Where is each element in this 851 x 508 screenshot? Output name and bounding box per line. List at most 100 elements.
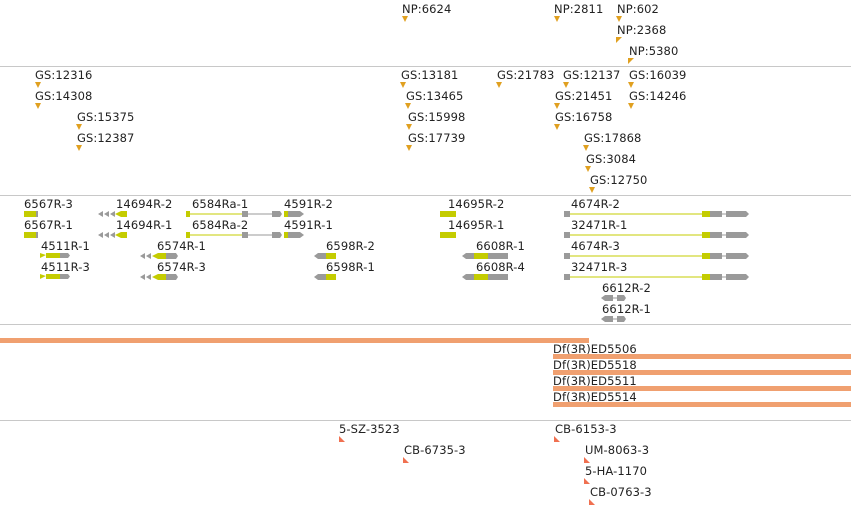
gs-feature-label[interactable]: GS:13181 (401, 68, 459, 82)
rnai-feature-label[interactable]: 5-SZ-3523 (339, 422, 400, 436)
transcript-glyph[interactable] (140, 274, 178, 280)
rnai-feature-label[interactable]: CB-0763-3 (590, 485, 652, 499)
transcript-label[interactable]: 6567R-1 (24, 218, 73, 232)
rnai-feature-label[interactable]: 5-HA-1170 (585, 464, 648, 478)
gs-feature-marker[interactable] (585, 166, 591, 172)
gs-feature-marker[interactable] (406, 124, 412, 130)
transcript-glyph[interactable] (284, 232, 304, 238)
transcript-label[interactable]: 4591R-1 (284, 218, 333, 232)
np-feature-marker[interactable] (616, 37, 622, 43)
rnai-feature-label[interactable]: CB-6153-3 (555, 422, 617, 436)
rnai-feature-marker[interactable] (403, 457, 409, 463)
gs-feature-marker[interactable] (563, 82, 569, 88)
gs-feature-marker[interactable] (554, 124, 560, 130)
np-feature-label[interactable]: NP:2368 (617, 23, 667, 37)
rnai-feature-marker[interactable] (339, 436, 345, 442)
np-feature-marker[interactable] (616, 16, 622, 22)
transcript-glyph[interactable] (564, 211, 749, 217)
gs-feature-marker[interactable] (76, 124, 82, 130)
gs-feature-marker[interactable] (496, 82, 502, 88)
gs-feature-marker[interactable] (35, 103, 41, 109)
np-feature-label[interactable]: NP:6624 (402, 2, 452, 16)
transcript-label[interactable]: 6598R-2 (326, 239, 375, 253)
transcript-glyph[interactable] (98, 211, 127, 217)
transcript-glyph[interactable] (314, 253, 336, 259)
transcript-label[interactable]: 14694R-1 (116, 218, 173, 232)
gs-feature-marker[interactable] (400, 82, 406, 88)
transcript-label[interactable]: 32471R-1 (571, 218, 628, 232)
transcript-glyph[interactable] (440, 211, 456, 217)
transcript-glyph[interactable] (186, 232, 282, 238)
deficiency-label[interactable]: Df(3R)ED5518 (553, 358, 637, 372)
gs-feature-label[interactable]: GS:14308 (35, 89, 93, 103)
gs-feature-label[interactable]: GS:12750 (590, 173, 648, 187)
transcript-label[interactable]: 4674R-3 (571, 239, 620, 253)
transcript-glyph[interactable] (564, 274, 749, 280)
gs-feature-marker[interactable] (583, 145, 589, 151)
transcript-glyph[interactable] (24, 211, 38, 217)
gs-feature-label[interactable]: GS:16758 (555, 110, 613, 124)
rnai-feature-marker[interactable] (584, 478, 590, 484)
deficiency-bar[interactable] (553, 370, 851, 375)
transcript-glyph[interactable] (564, 253, 749, 259)
deficiency-bar[interactable] (553, 354, 851, 359)
gs-feature-label[interactable]: GS:17868 (584, 131, 642, 145)
np-feature-label[interactable]: NP:2811 (554, 2, 604, 16)
transcript-label[interactable]: 4511R-3 (41, 260, 90, 274)
np-feature-label[interactable]: NP:5380 (629, 44, 679, 58)
np-feature-marker[interactable] (402, 16, 408, 22)
gs-feature-label[interactable]: GS:17739 (408, 131, 466, 145)
gs-feature-label[interactable]: GS:12137 (563, 68, 621, 82)
transcript-glyph[interactable] (40, 253, 70, 258)
transcript-glyph[interactable] (314, 274, 336, 280)
transcript-label[interactable]: 14694R-2 (116, 197, 173, 211)
transcript-glyph[interactable] (440, 232, 456, 238)
rnai-feature-marker[interactable] (584, 457, 590, 463)
deficiency-bar[interactable] (0, 338, 589, 343)
gs-feature-label[interactable]: GS:16039 (629, 68, 687, 82)
deficiency-bar[interactable] (553, 402, 851, 407)
deficiency-label[interactable]: Df(3R)ED5514 (553, 390, 637, 404)
transcript-glyph[interactable] (564, 232, 749, 238)
transcript-label[interactable]: 6612R-1 (602, 302, 651, 316)
gs-feature-label[interactable]: GS:15375 (77, 110, 135, 124)
transcript-glyph[interactable] (140, 253, 178, 259)
transcript-label[interactable]: 32471R-3 (571, 260, 628, 274)
np-feature-label[interactable]: NP:602 (617, 2, 659, 16)
rnai-feature-marker[interactable] (554, 436, 560, 442)
transcript-label[interactable]: 6608R-1 (476, 239, 525, 253)
gs-feature-label[interactable]: GS:3084 (586, 152, 637, 166)
gs-feature-marker[interactable] (406, 145, 412, 151)
gs-feature-label[interactable]: GS:21451 (555, 89, 613, 103)
rnai-feature-label[interactable]: CB-6735-3 (404, 443, 466, 457)
transcript-label[interactable]: 6574R-1 (157, 239, 206, 253)
transcript-label[interactable]: 6598R-1 (326, 260, 375, 274)
gs-feature-label[interactable]: GS:14246 (629, 89, 687, 103)
gs-feature-label[interactable]: GS:12316 (35, 68, 93, 82)
gs-feature-marker[interactable] (628, 103, 634, 109)
transcript-glyph[interactable] (284, 211, 304, 217)
gs-feature-marker[interactable] (554, 103, 560, 109)
transcript-label[interactable]: 4674R-2 (571, 197, 620, 211)
transcript-glyph[interactable] (24, 232, 38, 238)
transcript-glyph[interactable] (98, 232, 127, 238)
transcript-glyph[interactable] (601, 316, 626, 322)
rnai-feature-label[interactable]: UM-8063-3 (585, 443, 650, 457)
np-feature-marker[interactable] (554, 16, 560, 22)
transcript-glyph[interactable] (40, 274, 70, 279)
transcript-label[interactable]: 14695R-2 (448, 197, 505, 211)
transcript-label[interactable]: 6584Ra-1 (192, 197, 249, 211)
transcript-label[interactable]: 6574R-3 (157, 260, 206, 274)
deficiency-label[interactable]: Df(3R)ED5511 (553, 374, 637, 388)
gs-feature-label[interactable]: GS:15998 (408, 110, 466, 124)
deficiency-bar[interactable] (553, 386, 851, 391)
gs-feature-marker[interactable] (589, 187, 595, 193)
transcript-label[interactable]: 6584Ra-2 (192, 218, 249, 232)
gs-feature-marker[interactable] (35, 82, 41, 88)
transcript-label[interactable]: 6612R-2 (602, 281, 651, 295)
gs-feature-label[interactable]: GS:21783 (497, 68, 555, 82)
gs-feature-marker[interactable] (628, 82, 634, 88)
deficiency-label[interactable]: Df(3R)ED5506 (553, 342, 637, 356)
transcript-glyph[interactable] (462, 253, 508, 259)
transcript-glyph[interactable] (601, 295, 626, 301)
